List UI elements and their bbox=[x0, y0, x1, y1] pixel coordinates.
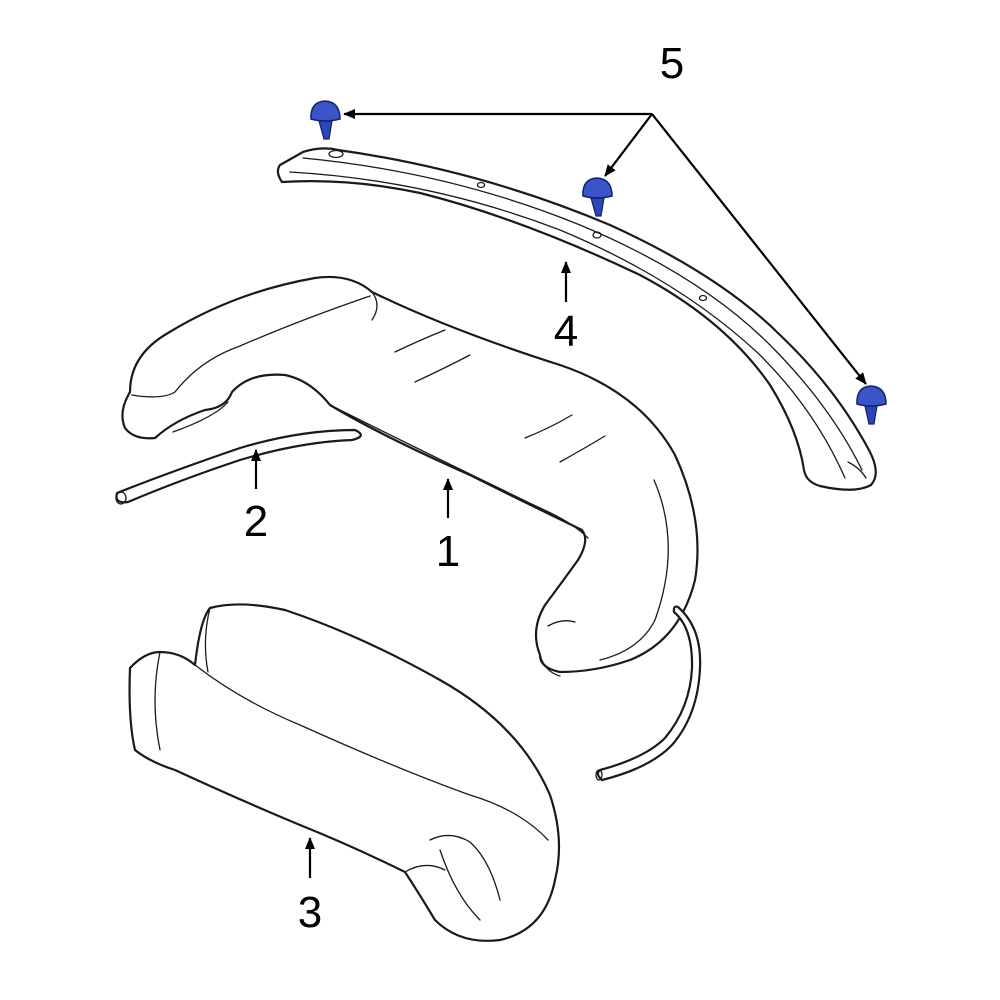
leader-5-b bbox=[604, 113, 653, 177]
fastener-5a[interactable] bbox=[310, 100, 341, 140]
fastener-5c[interactable] bbox=[856, 385, 887, 425]
callout-4: 4 bbox=[554, 307, 578, 356]
part-2-seal-strip[interactable] bbox=[115, 428, 702, 782]
callout-2: 2 bbox=[244, 497, 268, 546]
part-3-lower-panel[interactable] bbox=[128, 603, 561, 942]
leader-5-c bbox=[651, 113, 867, 385]
part-1-boot-cover[interactable] bbox=[121, 275, 699, 677]
callout-1: 1 bbox=[436, 527, 460, 576]
fastener-5b[interactable] bbox=[582, 177, 613, 217]
part-4-trim-rail[interactable] bbox=[276, 147, 877, 491]
callout-5: 5 bbox=[660, 39, 684, 88]
callout-3: 3 bbox=[298, 888, 322, 937]
